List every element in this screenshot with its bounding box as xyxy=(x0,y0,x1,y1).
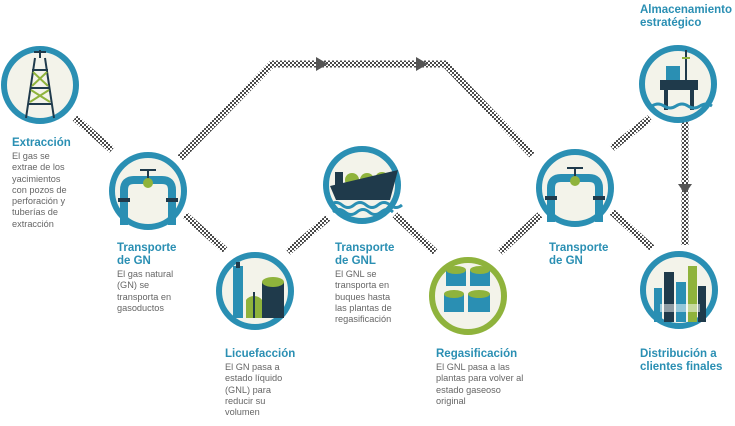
lng-ship-icon xyxy=(329,170,403,216)
arrowhead-down xyxy=(678,184,692,194)
node-licuefaccion xyxy=(216,252,294,330)
label-transporte-gnl: Transporte de GNL El GNL se transporta e… xyxy=(335,242,399,325)
label-almacenamiento: Almacenamiento estratégico xyxy=(640,4,732,30)
offshore-platform-icon xyxy=(651,50,713,110)
label-extraccion: Extracción El gas se extrae de los yacim… xyxy=(12,137,77,230)
connector-transporte-gnl-regasificacion xyxy=(392,212,438,255)
node-transporte-gn-1 xyxy=(109,152,187,230)
node-transporte-gn-2 xyxy=(536,149,614,227)
label-distribucion: Distribución a clientes finales xyxy=(640,348,732,374)
stage-description: El gas natural (GN) se transporta en gas… xyxy=(117,269,174,313)
stage-title: Regasificación xyxy=(436,348,518,360)
connector-transporte-almacenamiento xyxy=(609,115,653,151)
arrowhead-right xyxy=(316,57,328,71)
stage-title: Transporte de GN xyxy=(549,242,609,267)
connector-transporte-distribucion xyxy=(609,209,655,251)
flow-arrowheads xyxy=(316,57,692,194)
city-distribution-icon xyxy=(654,266,706,322)
stage-title: Distribución a clientes finales xyxy=(640,348,723,373)
node-transporte-gnl xyxy=(323,146,403,224)
connector-transporte-licuefaccion xyxy=(182,212,228,253)
connector-extraccion-transporte xyxy=(72,115,115,153)
stage-title: Transporte de GNL xyxy=(335,242,395,267)
stage-title: Almacenamiento estratégico xyxy=(640,4,733,29)
stage-description: El GNL pasa a las plantas para volver al… xyxy=(436,362,524,406)
connector-regasificacion-transporte xyxy=(497,212,543,255)
liquefaction-plant-icon xyxy=(233,262,284,318)
oil-rig-icon xyxy=(25,50,55,119)
label-regasificacion: Regasificación El GNL pasa a las plantas… xyxy=(436,348,524,407)
node-regasificacion xyxy=(429,257,507,335)
stage-title: Licuefacción xyxy=(225,348,296,360)
node-extraccion xyxy=(1,46,79,124)
stage-title: Extracción xyxy=(12,137,71,149)
arrowhead-right xyxy=(416,57,428,71)
stage-description: El gas se extrae de los yacimientos con … xyxy=(12,151,67,229)
node-almacenamiento xyxy=(639,45,717,123)
label-transporte-gn-2: Transporte de GN xyxy=(549,242,613,268)
connector-licuefaccion-transporte-gnl xyxy=(285,215,331,255)
connector-ship-route xyxy=(177,60,535,161)
flow-connectors xyxy=(72,60,689,255)
label-licuefaccion: Licuefacción El GN pasa a estado líquido… xyxy=(225,348,297,418)
pipeline-valve-icon xyxy=(118,169,178,225)
node-distribucion xyxy=(640,251,718,329)
stage-description: El GN pasa a estado líquido (GNL) para r… xyxy=(225,362,283,418)
label-transporte-gn-1: Transporte de GN El gas natural (GN) se … xyxy=(117,242,189,314)
pipeline-valve-icon xyxy=(545,167,605,222)
stage-description: El GNL se transporta en buques hasta las… xyxy=(335,269,392,325)
stage-title: Transporte de GN xyxy=(117,242,177,267)
storage-tanks-icon xyxy=(444,266,490,312)
